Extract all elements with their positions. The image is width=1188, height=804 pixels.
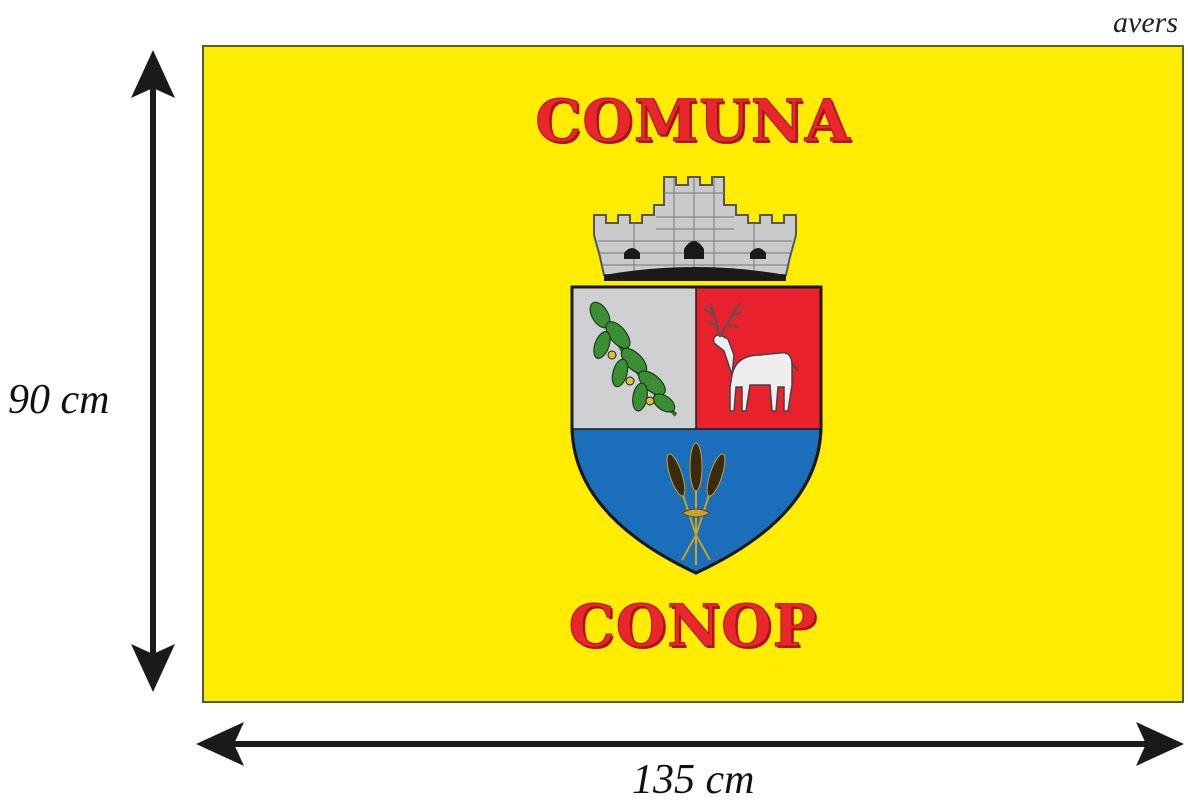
height-dimension-label: 90 cm	[8, 377, 110, 423]
width-dimension-label: 135 cm	[632, 757, 755, 803]
wheat-sheaf-icon	[666, 442, 726, 565]
oak-branch-icon	[589, 301, 678, 417]
flag: COMUNA	[202, 45, 1184, 703]
stag-icon	[703, 302, 799, 412]
height-dimension-arrow	[131, 50, 175, 692]
mural-crown-icon	[593, 176, 797, 281]
flag-title-top: COMUNA	[535, 87, 851, 156]
side-label: avers	[1113, 6, 1178, 39]
width-dimension-arrow	[196, 722, 1184, 766]
coat-of-arms	[570, 176, 823, 575]
flag-title-bottom: CONOP	[568, 592, 818, 661]
